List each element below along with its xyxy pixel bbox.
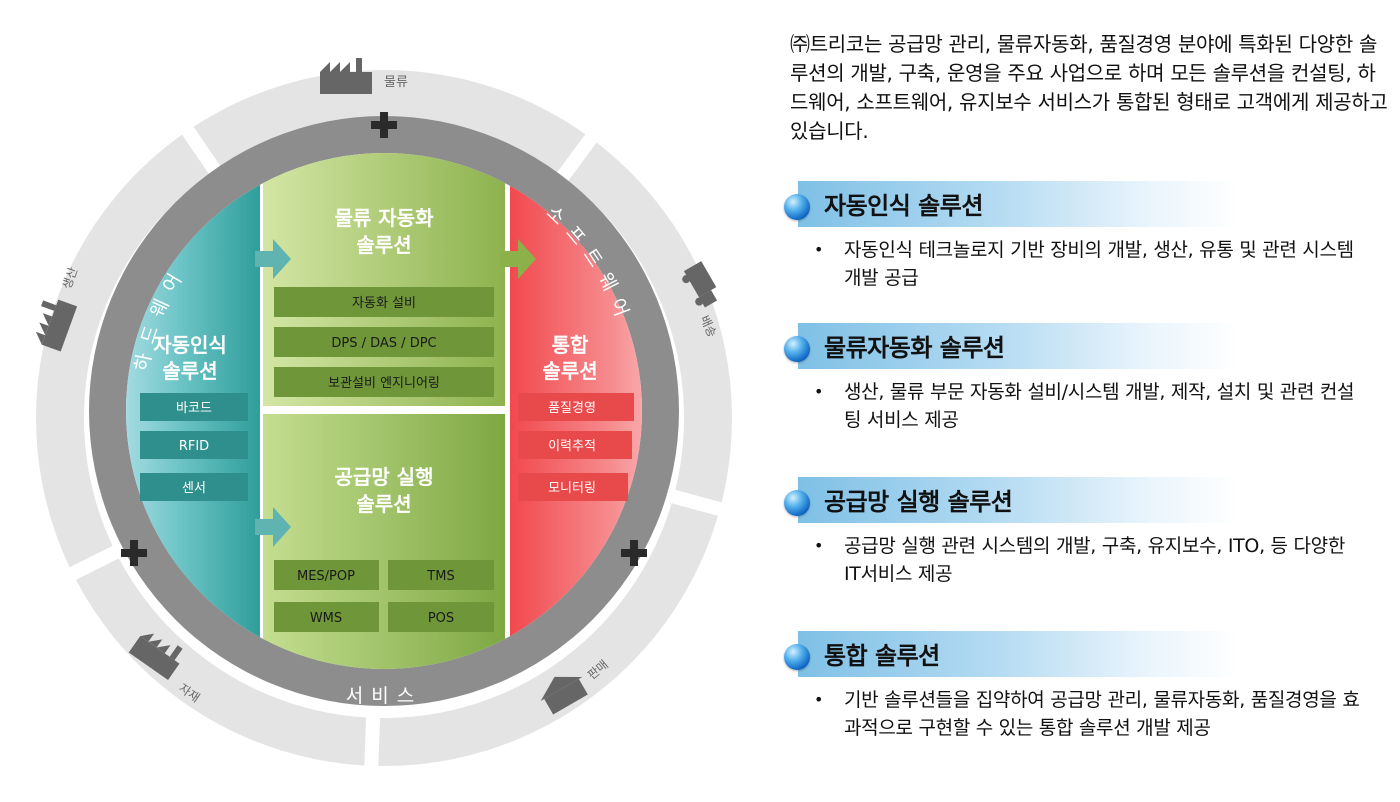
factory-icon-production [35, 299, 78, 352]
solution-diagram: 자동인식 솔루션 물류 자동화 솔루션 공급망 실행 솔루션 통합 솔루션 바코… [35, 58, 732, 766]
right-items [518, 393, 634, 501]
section-scm: 공급망 실행 솔루션 공급망 실행 관련 시스템의 개발, 구축, 유지보수, … [780, 474, 1380, 588]
section-title: 공급망 실행 솔루션 [824, 488, 1013, 516]
arrow-icons [255, 239, 291, 547]
bullet-ball-icon [784, 644, 810, 670]
left-item-barcode: 바코드 [176, 401, 212, 416]
section-body: 기반 솔루션들을 집약하여 공급망 관리, 물류자동화, 품질경영을 효과적으로… [780, 686, 1380, 742]
section-header: 자동인식 솔루션 [780, 178, 1380, 230]
section-header: 공급망 실행 솔루션 [780, 474, 1380, 526]
truck-icon-delivery [682, 261, 718, 308]
section-integrated: 통합 솔루션 기반 솔루션들을 집약하여 공급망 관리, 물류자동화, 품질경영… [780, 628, 1380, 742]
outer-label-logistics: 물류 [384, 75, 408, 90]
top-title-1: 물류 자동화 [335, 206, 435, 230]
top-title-2: 솔루션 [356, 233, 411, 257]
panel-scm [263, 414, 505, 669]
section-body: 공급망 실행 관련 시스템의 개발, 구축, 유지보수, ITO, 등 다양한 … [780, 532, 1380, 588]
top-item-equipment: 자동화 설비 [352, 296, 416, 311]
bottom-title-2: 솔루션 [356, 492, 411, 516]
section-header-bar [798, 323, 1238, 369]
section-body: 자동인식 테크놀로지 기반 장비의 개발, 생산, 유통 및 관련 시스템 개발… [780, 236, 1380, 292]
left-item-rfid: RFID [179, 439, 209, 454]
top-item-storage: 보관설비 엔지니어링 [328, 376, 440, 391]
section-header: 통합 솔루션 [780, 628, 1380, 680]
top-item-dps: DPS / DAS / DPC [331, 336, 436, 351]
bullet-ball-icon [784, 490, 810, 516]
right-title-2: 솔루션 [542, 359, 597, 383]
left-title-1: 자동인식 [153, 333, 227, 357]
bullet-ball-icon [784, 336, 810, 362]
section-logistics-auto: 물류자동화 솔루션 생산, 물류 부문 자동화 설비/시스템 개발, 제작, 설… [780, 320, 1380, 434]
bottom-item-pos: POS [428, 611, 454, 626]
right-item-monitor: 모니터링 [548, 481, 596, 496]
section-body: 생산, 물류 부문 자동화 설비/시스템 개발, 제작, 설치 및 관련 컨설팅… [780, 378, 1380, 434]
left-items [140, 393, 248, 501]
intro-paragraph: ㈜트리코는 공급망 관리, 물류자동화, 품질경영 분야에 특화된 다양한 솔루… [790, 32, 1388, 143]
section-title: 통합 솔루션 [824, 642, 940, 670]
section-header: 물류자동화 솔루션 [780, 320, 1380, 372]
section-title: 자동인식 솔루션 [824, 192, 983, 220]
bottom-item-mes: MES/POP [297, 569, 355, 584]
bottom-title-1: 공급망 실행 [335, 465, 434, 489]
section-auto-id: 자동인식 솔루션 자동인식 테크놀로지 기반 장비의 개발, 생산, 유통 및 … [780, 178, 1380, 292]
bottom-items [274, 560, 494, 632]
panel-logistics-auto [263, 153, 505, 406]
bullet-ball-icon [784, 194, 810, 220]
ring-label-service: 서비스 [346, 685, 422, 707]
right-item-quality: 품질경영 [548, 401, 596, 416]
top-items [274, 287, 494, 397]
bottom-item-tms: TMS [426, 569, 454, 584]
section-title: 물류자동화 솔루션 [824, 334, 1005, 362]
left-title-2: 솔루션 [162, 359, 217, 383]
plus-markers [121, 112, 647, 566]
factory-icon-logistics [320, 58, 372, 94]
factory-icon-materials [128, 633, 183, 680]
left-item-sensor: 센서 [182, 481, 206, 496]
right-item-trace: 이력추적 [548, 439, 596, 454]
right-title-1: 통합 [552, 333, 589, 357]
section-header-bar [798, 181, 1238, 227]
section-header-bar [798, 631, 1238, 677]
store-icon-sales [540, 676, 588, 715]
section-header-bar [798, 477, 1238, 523]
bottom-item-wms: WMS [310, 611, 342, 626]
